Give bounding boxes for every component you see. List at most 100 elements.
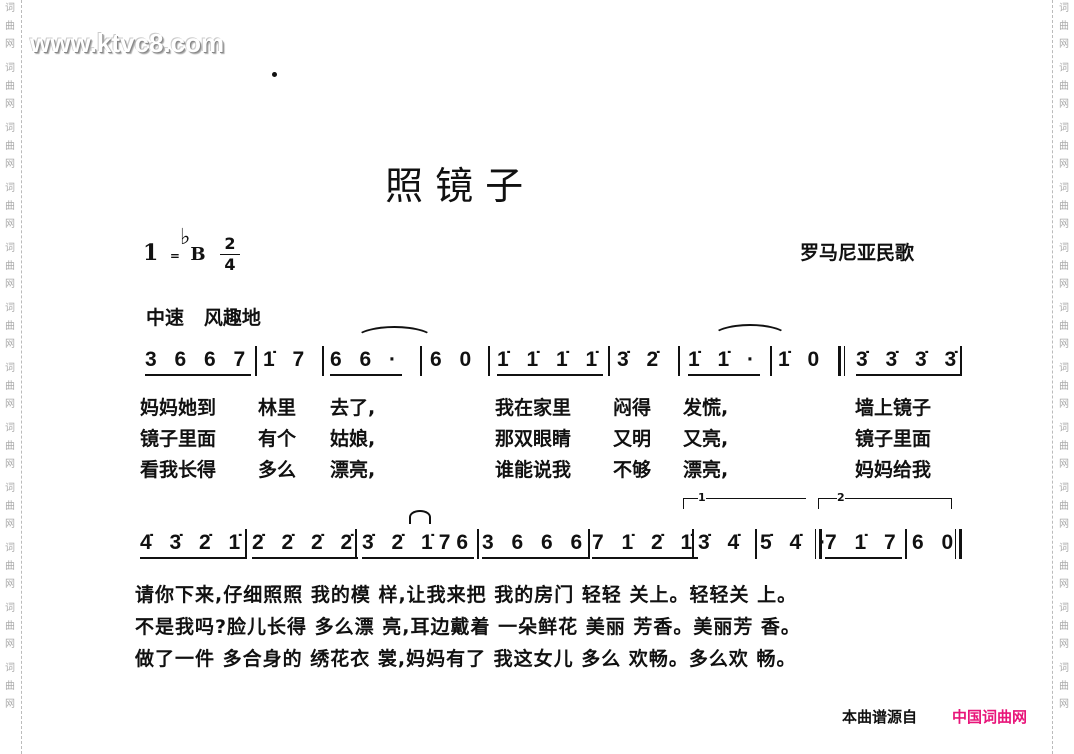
repeat-end-barline xyxy=(819,529,822,559)
watermark-char: 曲 xyxy=(5,141,15,152)
song-title: 照 镜 子 xyxy=(385,164,524,208)
key-eq: = xyxy=(169,249,180,263)
lyric-segment: 那双眼睛 xyxy=(495,428,572,450)
spacer xyxy=(0,714,20,720)
lyric-segment: 去了, xyxy=(330,397,376,419)
measure: 4̇ 3̇ 2̇ 1̇ xyxy=(140,531,247,559)
bar-line xyxy=(477,529,479,559)
lyric-segment: 又明 xyxy=(613,428,652,450)
watermark-char: 词 xyxy=(5,3,15,14)
repeat-start-barline xyxy=(844,346,845,376)
measure: 3̇ 2̇ xyxy=(617,348,665,371)
watermark-char: 网 xyxy=(5,279,15,290)
flat-icon: ♭ xyxy=(179,224,191,250)
left-dashed-border xyxy=(21,0,22,754)
bar-line xyxy=(960,346,962,376)
watermark-char: 网 xyxy=(1059,279,1069,290)
measure: 1̇ 1̇ · xyxy=(688,348,761,376)
measure: 2̇ 2̇ 2̇ 2̇ xyxy=(252,531,359,559)
lyric-segment: 我在家里 xyxy=(495,397,572,419)
watermark-char: 曲 xyxy=(5,321,15,332)
watermark-char: 曲 xyxy=(1059,681,1069,692)
watermark-char: 网 xyxy=(5,699,15,710)
watermark-char: 曲 xyxy=(1059,201,1069,212)
watermark-char: 曲 xyxy=(1059,501,1069,512)
lyric-segment: 镜子里面 xyxy=(855,428,932,450)
volta-1: 1 xyxy=(683,491,806,509)
key-note: B xyxy=(190,244,206,265)
watermark-char: 词 xyxy=(1059,543,1069,554)
watermark-char: 曲 xyxy=(5,621,15,632)
watermark-char: 网 xyxy=(1059,39,1069,50)
measure: 6 0 xyxy=(430,348,478,371)
bar-line xyxy=(488,346,490,376)
watermark-char: 词 xyxy=(5,543,15,554)
watermark-char: 网 xyxy=(1059,339,1069,350)
watermark-char: 词 xyxy=(1059,183,1069,194)
measure: 1̇ 1̇ 1̇ 1̇ xyxy=(497,348,604,376)
measure: 6 6 · xyxy=(330,348,403,376)
measure: 3̇ 3̇ 3̇ 3̇ xyxy=(856,348,963,376)
watermark-char: 词 xyxy=(5,423,15,434)
watermark-char: 曲 xyxy=(5,441,15,452)
watermark-char: 网 xyxy=(5,39,15,50)
bar-line xyxy=(905,529,907,559)
volta-2: 2 xyxy=(818,491,952,509)
ink-dot xyxy=(272,72,277,77)
lyric-segment: 看我长得 xyxy=(140,459,217,481)
source-site-link[interactable]: 中国词曲网 xyxy=(952,708,1028,726)
measure: 3 6 6 7 xyxy=(145,348,252,376)
watermark-char: 词 xyxy=(1059,363,1069,374)
lyric-line: 请你下来,仔细照照 我的模 样,让我来把 我的房门 轻轻 关上。轻轻关 上。 xyxy=(135,584,798,606)
bar-line xyxy=(755,529,757,559)
watermark-char: 词 xyxy=(5,243,15,254)
watermark-char: 曲 xyxy=(1059,561,1069,572)
measure: 3̇ 2̇ 1̇76 xyxy=(362,531,475,559)
lyric-segment: 多么 xyxy=(258,459,297,481)
watermark-char: 词 xyxy=(5,123,15,134)
tie-arc xyxy=(355,326,434,352)
watermark-char: 曲 xyxy=(5,21,15,32)
bar-line xyxy=(355,529,357,559)
watermark-char: 曲 xyxy=(1059,621,1069,632)
watermark-char: 词 xyxy=(1059,423,1069,434)
watermark-char: 网 xyxy=(5,579,15,590)
watermark-char: 网 xyxy=(1059,219,1069,230)
time-bottom: 4 xyxy=(224,255,236,274)
right-watermark-strip: 词曲网词曲网词曲网词曲网词曲网词曲网词曲网词曲网词曲网词曲网词曲网词曲网 xyxy=(1054,0,1074,720)
watermark-char: 曲 xyxy=(5,501,15,512)
source-label: 本曲谱源自 xyxy=(842,708,918,726)
time-signature: 2 4 xyxy=(220,234,240,275)
watermark-char: 曲 xyxy=(1059,81,1069,92)
spacer xyxy=(1054,714,1074,720)
time-top: 2 xyxy=(220,234,240,255)
bar-line xyxy=(692,529,694,559)
watermark-char: 网 xyxy=(5,639,15,650)
watermark-char: 网 xyxy=(5,459,15,470)
watermark-char: 网 xyxy=(5,159,15,170)
bar-line xyxy=(420,346,422,376)
watermark-char: 网 xyxy=(1059,459,1069,470)
watermark-char: 网 xyxy=(5,219,15,230)
measure: 5̇ 4̇ · xyxy=(760,531,833,554)
fermata-arc xyxy=(409,510,431,524)
final-barline xyxy=(959,529,962,559)
watermark-char: 网 xyxy=(5,99,15,110)
lyric-segment: 漂亮, xyxy=(683,459,729,481)
watermark-char: 词 xyxy=(1059,303,1069,314)
bar-line xyxy=(770,346,772,376)
measure: 7 1̇ 7 xyxy=(825,531,902,559)
watermark-char: 网 xyxy=(1059,519,1069,530)
lyric-segment: 漂亮, xyxy=(330,459,376,481)
measure: 6 0 xyxy=(912,531,960,554)
watermark-char: 曲 xyxy=(1059,141,1069,152)
watermark-char: 网 xyxy=(5,519,15,530)
lyric-segment: 闷得 xyxy=(613,397,652,419)
bar-line xyxy=(608,346,610,376)
lyric-segment: 谁能说我 xyxy=(495,459,572,481)
measure: 3̇ 4̇ xyxy=(698,531,746,554)
lyric-segment: 妈妈给我 xyxy=(855,459,932,481)
lyric-segment: 妈妈她到 xyxy=(140,397,217,419)
volta-2-label: 2 xyxy=(837,491,845,504)
